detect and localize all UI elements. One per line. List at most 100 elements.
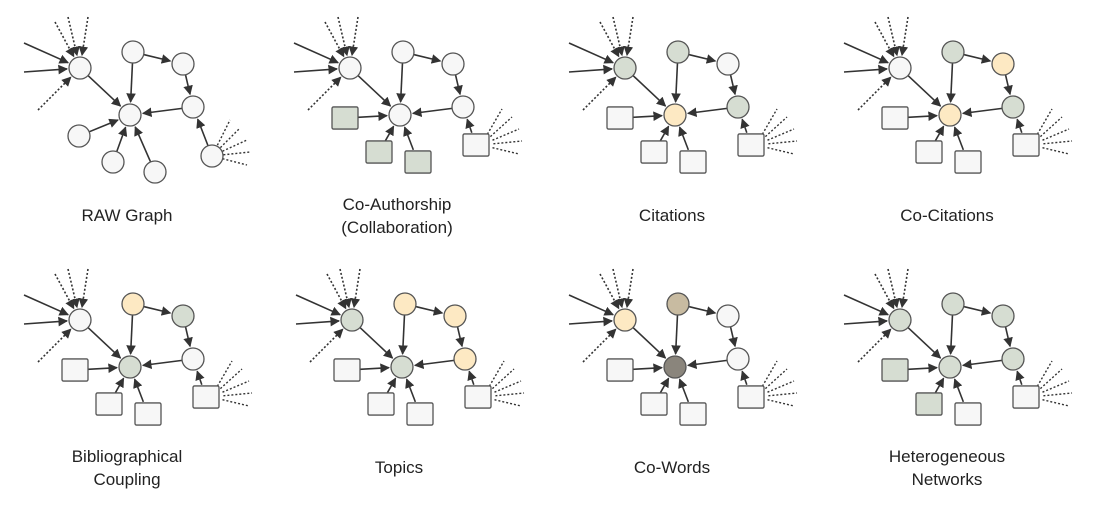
edge-line bbox=[488, 360, 505, 387]
edge-arrow bbox=[688, 305, 717, 316]
edge-arrow bbox=[183, 74, 193, 96]
edge-arrow bbox=[671, 314, 681, 355]
edge-line bbox=[1042, 380, 1070, 393]
node-circle-e bbox=[453, 347, 477, 371]
node-circle-d bbox=[663, 103, 687, 127]
edge-arrow bbox=[686, 359, 728, 370]
edge-arrow bbox=[632, 74, 667, 107]
node-circle-a bbox=[888, 56, 912, 80]
edge-arrow bbox=[963, 305, 992, 316]
edge-arrow bbox=[141, 107, 183, 118]
node-square-s1 bbox=[606, 106, 634, 130]
node-circle-b bbox=[941, 40, 965, 64]
edge-arrow bbox=[37, 328, 72, 363]
edge-arrow bbox=[599, 21, 620, 58]
edge-arrow bbox=[54, 273, 75, 310]
panel-caption: Co-Citations bbox=[900, 206, 994, 225]
node-square-s1 bbox=[61, 358, 89, 382]
edge-arrow bbox=[54, 21, 75, 58]
edge-arrow bbox=[196, 118, 209, 147]
edge-arrow bbox=[907, 326, 942, 359]
edge-arrow bbox=[632, 111, 663, 121]
edge-arrow bbox=[659, 125, 670, 142]
edge-line bbox=[222, 139, 248, 152]
edge-arrow bbox=[1015, 118, 1025, 133]
edge-arrow bbox=[582, 328, 617, 363]
node-circle-b bbox=[666, 40, 690, 64]
edge-arrow bbox=[671, 62, 681, 103]
nodes bbox=[881, 40, 1040, 174]
edge-line bbox=[1042, 147, 1070, 155]
edge-arrow bbox=[309, 328, 344, 363]
node-circle-d bbox=[938, 103, 962, 127]
node-circle-c bbox=[171, 304, 195, 328]
edge-line bbox=[494, 399, 522, 407]
edge-arrow bbox=[934, 125, 945, 142]
edge-line bbox=[764, 116, 788, 138]
node-square-s3 bbox=[679, 150, 707, 174]
node-circle-c bbox=[171, 52, 195, 76]
edge-arrow bbox=[87, 363, 118, 373]
edge-line bbox=[1039, 368, 1063, 390]
edge-arrow bbox=[612, 16, 625, 57]
edge-arrow bbox=[612, 268, 625, 309]
node-circle-e bbox=[726, 347, 750, 371]
edge-line bbox=[489, 116, 513, 138]
edge-line bbox=[216, 360, 233, 387]
node-circle-b bbox=[941, 292, 965, 316]
edge-arrow bbox=[898, 16, 909, 57]
edge-arrow bbox=[907, 74, 942, 107]
node-circle-c bbox=[991, 52, 1015, 76]
panel-caption: Citations bbox=[639, 206, 705, 225]
edge-arrow bbox=[337, 16, 350, 57]
node-circle-d bbox=[938, 355, 962, 379]
edge-arrow bbox=[87, 326, 122, 359]
node-square-s3 bbox=[954, 150, 982, 174]
edge-arrow bbox=[843, 294, 890, 316]
edge-arrow bbox=[740, 118, 750, 133]
edge-arrow bbox=[78, 16, 89, 57]
edge-arrow bbox=[133, 378, 145, 403]
node-circle-c bbox=[443, 304, 467, 328]
nodes bbox=[333, 292, 492, 426]
edge-arrow bbox=[961, 359, 1003, 370]
node-square-s3 bbox=[954, 402, 982, 426]
edge-arrow bbox=[582, 76, 617, 111]
panel-raw: RAW Graph bbox=[23, 16, 251, 225]
node-square-s2 bbox=[640, 392, 668, 416]
node-circle-e bbox=[1001, 347, 1025, 371]
edge-arrow bbox=[115, 126, 128, 152]
node-circle-a bbox=[338, 56, 362, 80]
panel-caption: (Collaboration) bbox=[341, 218, 453, 237]
edge-arrow bbox=[23, 42, 70, 64]
panel-caption: Networks bbox=[912, 470, 983, 489]
edge-line bbox=[761, 108, 778, 135]
edge-arrow bbox=[413, 359, 455, 370]
node-square-g bbox=[464, 385, 492, 409]
edge-arrow bbox=[623, 16, 634, 57]
edge-arrow bbox=[843, 64, 888, 75]
edge-arrow bbox=[568, 64, 613, 75]
edge-arrow bbox=[37, 76, 72, 111]
edge-arrow bbox=[934, 377, 945, 394]
edge-arrow bbox=[953, 126, 965, 151]
edges bbox=[295, 268, 525, 407]
node-circle-d bbox=[388, 103, 412, 127]
edge-line bbox=[486, 108, 503, 135]
edge-arrow bbox=[295, 316, 340, 327]
node-circle-d bbox=[663, 355, 687, 379]
node-circle-c bbox=[441, 52, 465, 76]
node-square-g bbox=[1012, 385, 1040, 409]
edge-arrow bbox=[114, 377, 125, 394]
edge-arrow bbox=[23, 316, 68, 327]
panel-cowords: Co-Words bbox=[568, 268, 798, 477]
edge-arrow bbox=[141, 359, 183, 370]
edge-arrow bbox=[599, 273, 620, 310]
edge-arrow bbox=[623, 268, 634, 309]
edge-arrow bbox=[568, 294, 615, 316]
node-circle-b bbox=[121, 40, 145, 64]
edge-arrow bbox=[350, 268, 361, 309]
edge-line bbox=[761, 360, 778, 387]
edge-arrow bbox=[326, 273, 347, 310]
